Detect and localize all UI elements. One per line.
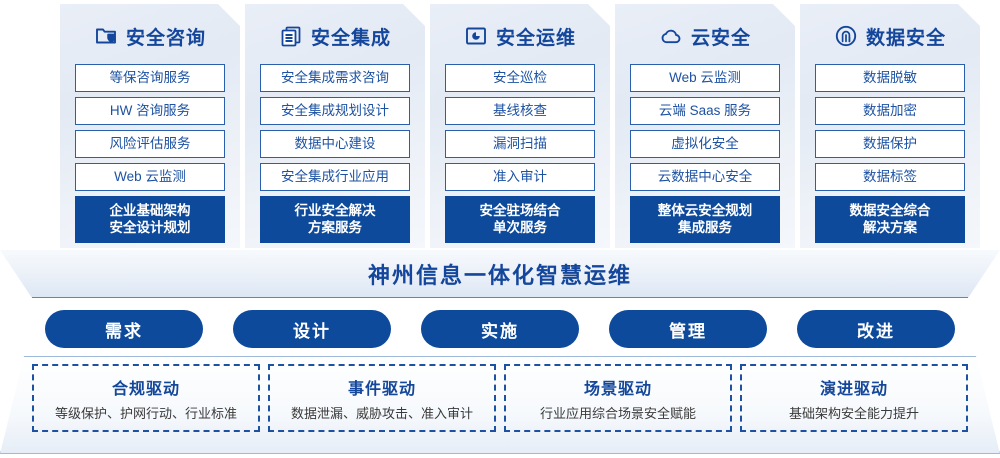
list-item[interactable]: 风险评估服务 <box>75 130 225 158</box>
driver-subtitle: 行业应用综合场景安全赋能 <box>539 405 696 421</box>
panel-summary[interactable]: 行业安全解决 方案服务 <box>260 196 410 243</box>
driver-title: 演进驱动 <box>819 380 888 398</box>
panel-data-security[interactable]: 数据安全 数据脱敏 数据加密 数据保护 数据标签 数据安全综合 解决方案 <box>800 4 980 248</box>
panel-summary[interactable]: 整体云安全规划 集成服务 <box>630 196 780 243</box>
list-item[interactable]: 基线核查 <box>445 97 595 125</box>
phase-pill-implementation[interactable]: 实施 <box>421 310 579 348</box>
list-item[interactable]: 安全巡检 <box>445 64 595 92</box>
panel-header: 安全集成 <box>260 12 410 60</box>
panel-title: 数据安全 <box>865 27 946 49</box>
panel-cloud-security[interactable]: 云安全 Web 云监测 云端 Saas 服务 虚拟化安全 云数据中心安全 整体云… <box>615 4 795 248</box>
panel-summary[interactable]: 安全驻场结合 单次服务 <box>445 196 595 243</box>
panel-item-list: Web 云监测 云端 Saas 服务 虚拟化安全 云数据中心安全 <box>630 64 780 191</box>
driver-card-compliance[interactable]: 合规驱动 等级保护、护网行动、行业标准 <box>32 364 260 432</box>
phase-pill-design[interactable]: 设计 <box>233 310 391 348</box>
list-item[interactable]: 云端 Saas 服务 <box>630 97 780 125</box>
panel-item-list: 安全集成需求咨询 安全集成规划设计 数据中心建设 安全集成行业应用 <box>260 64 410 191</box>
list-item[interactable]: 数据脱敏 <box>815 64 965 92</box>
list-item[interactable]: 云数据中心安全 <box>630 163 780 191</box>
drivers-section: 合规驱动 等级保护、护网行动、行业标准 事件驱动 数据泄漏、威胁攻击、准入审计 … <box>0 356 1000 454</box>
list-item[interactable]: HW 咨询服务 <box>75 97 225 125</box>
panel-item-list: 等保咨询服务 HW 咨询服务 风险评估服务 Web 云监测 <box>75 64 225 191</box>
list-item[interactable]: 安全集成行业应用 <box>260 163 410 191</box>
panel-item-list: 安全巡检 基线核查 漏洞扫描 准入审计 <box>445 64 595 191</box>
panel-header: 云安全 <box>630 12 780 60</box>
driver-subtitle: 数据泄漏、威胁攻击、准入审计 <box>290 405 473 421</box>
panel-summary-line1: 数据安全综合 <box>849 203 931 218</box>
panel-security-consulting[interactable]: 安全咨询 等保咨询服务 HW 咨询服务 风险评估服务 Web 云监测 企业基础架… <box>60 4 240 248</box>
driver-title: 场景驱动 <box>583 380 652 398</box>
driver-card-evolution[interactable]: 演进驱动 基础架构安全能力提升 <box>740 364 968 432</box>
drivers-trapezoid-shape <box>0 356 1000 454</box>
banner-title: 神州信息一体化智慧运维 <box>367 263 632 288</box>
fingerprint-icon <box>834 24 858 48</box>
panel-summary-line1: 整体云安全规划 <box>657 203 753 218</box>
panel-summary[interactable]: 企业基础架构 安全设计规划 <box>75 196 225 243</box>
panel-header: 安全咨询 <box>75 12 225 60</box>
drivers-row: 合规驱动 等级保护、护网行动、行业标准 事件驱动 数据泄漏、威胁攻击、准入审计 … <box>32 364 968 432</box>
list-item[interactable]: 数据中心建设 <box>260 130 410 158</box>
driver-title: 事件驱动 <box>347 380 416 398</box>
stacked-documents-icon <box>279 24 303 48</box>
panel-title: 云安全 <box>690 27 751 49</box>
cloud-icon <box>659 24 683 48</box>
panel-title: 安全集成 <box>310 27 391 49</box>
panel-title: 安全运维 <box>495 27 576 49</box>
driver-subtitle: 等级保护、护网行动、行业标准 <box>54 405 237 421</box>
list-item[interactable]: Web 云监测 <box>630 64 780 92</box>
phase-pill-requirement[interactable]: 需求 <box>45 310 203 348</box>
list-item[interactable]: 数据加密 <box>815 97 965 125</box>
list-item[interactable]: 虚拟化安全 <box>630 130 780 158</box>
panel-summary-line2: 单次服务 <box>493 220 547 235</box>
phase-pill-row: 需求 设计 实施 管理 改进 <box>45 310 955 348</box>
list-item[interactable]: 数据保护 <box>815 130 965 158</box>
list-item[interactable]: 安全集成规划设计 <box>260 97 410 125</box>
list-item[interactable]: 安全集成需求咨询 <box>260 64 410 92</box>
list-item[interactable]: 漏洞扫描 <box>445 130 595 158</box>
capability-panels: 安全咨询 等保咨询服务 HW 咨询服务 风险评估服务 Web 云监测 企业基础架… <box>0 0 1000 250</box>
panel-header: 安全运维 <box>445 12 595 60</box>
monitor-chart-icon <box>464 24 488 48</box>
panel-summary-line2: 集成服务 <box>678 220 732 235</box>
driver-subtitle: 基础架构安全能力提升 <box>788 405 919 421</box>
panel-summary-line1: 行业安全解决 <box>294 203 376 218</box>
panel-security-operations[interactable]: 安全运维 安全巡检 基线核查 漏洞扫描 准入审计 安全驻场结合 单次服务 <box>430 4 610 248</box>
list-item[interactable]: 等保咨询服务 <box>75 64 225 92</box>
panel-summary-line1: 企业基础架构 <box>109 203 191 218</box>
platform-banner: 神州信息一体化智慧运维 <box>0 250 1000 298</box>
panel-summary-line2: 安全设计规划 <box>109 220 191 235</box>
driver-card-incident[interactable]: 事件驱动 数据泄漏、威胁攻击、准入审计 <box>268 364 496 432</box>
list-item[interactable]: Web 云监测 <box>75 163 225 191</box>
panel-summary-line2: 解决方案 <box>863 220 917 235</box>
banner-trapezoid-shape <box>0 250 1000 298</box>
panel-summary[interactable]: 数据安全综合 解决方案 <box>815 196 965 243</box>
panel-summary-line2: 方案服务 <box>308 220 362 235</box>
phase-pill-management[interactable]: 管理 <box>609 310 767 348</box>
panel-item-list: 数据脱敏 数据加密 数据保护 数据标签 <box>815 64 965 191</box>
panel-summary-line1: 安全驻场结合 <box>479 203 561 218</box>
panel-title: 安全咨询 <box>125 27 206 49</box>
folder-shield-icon <box>94 24 118 48</box>
panel-header: 数据安全 <box>815 12 965 60</box>
list-item[interactable]: 准入审计 <box>445 163 595 191</box>
phase-pill-improvement[interactable]: 改进 <box>797 310 955 348</box>
driver-title: 合规驱动 <box>111 380 180 398</box>
panel-security-integration[interactable]: 安全集成 安全集成需求咨询 安全集成规划设计 数据中心建设 安全集成行业应用 行… <box>245 4 425 248</box>
driver-card-scenario[interactable]: 场景驱动 行业应用综合场景安全赋能 <box>504 364 732 432</box>
list-item[interactable]: 数据标签 <box>815 163 965 191</box>
